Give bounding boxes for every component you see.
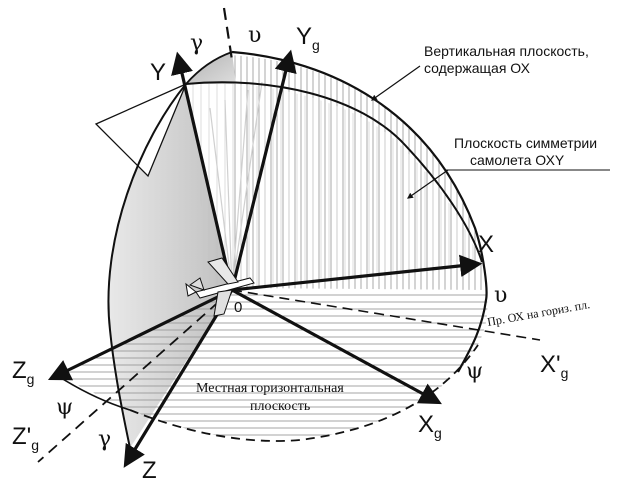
angle-psi-right: ψ (466, 359, 483, 384)
x-axis (231, 254, 483, 292)
axis-label-x: X (478, 231, 494, 258)
top-cap-arc (185, 51, 233, 85)
symmetry-plane-arc (185, 81, 483, 263)
axis-label-xprime-g: X'g (540, 351, 568, 381)
yg-axis (230, 49, 297, 291)
axis-label-yg: Yg (296, 23, 320, 53)
symmetry-plane-pointer (407, 169, 449, 199)
y-axis (171, 51, 234, 291)
angle-gamma-bottom: γ (98, 427, 111, 452)
vertical-plane-arc (231, 50, 488, 373)
vertical-plane-pointer (371, 65, 421, 101)
angle-psi-left: ψ (56, 395, 73, 420)
angle-gamma-top: γ (190, 31, 203, 56)
zg-axis (47, 288, 233, 381)
symmetry-plane-note: Плоскость симметрии самолета ОХY (454, 135, 601, 168)
vertical-plane-note: Вертикальная плоскость, содержащая ОХ (424, 43, 593, 76)
angle-upsilon-right: υ (494, 283, 507, 308)
xprime-g-dashed-line (231, 289, 541, 341)
horizontal-plane-region (58, 290, 488, 441)
axis-label-xg: Xg (418, 411, 442, 441)
axis-label-zprime-g: Z'g (12, 423, 39, 453)
symmetry-plane-region (186, 83, 480, 293)
horizontal-plane-note: Местная горизонтальная плоскость (196, 381, 347, 414)
vertical-dashed-line (222, 7, 234, 61)
left-lune-arc (107, 83, 187, 449)
aircraft-icon (185, 257, 255, 317)
wing-plane-wedge (94, 82, 188, 178)
angle-upsilon-top: υ (248, 23, 261, 48)
origin-label: 0 (234, 299, 242, 316)
axis-label-zg: Zg (12, 357, 34, 387)
axis-label-y: Y (150, 59, 166, 86)
ray-fan (209, 81, 263, 291)
axis-label-z: Z (142, 457, 157, 484)
xg-axis (231, 288, 442, 405)
top-shade-region (186, 52, 236, 84)
zprime-g-dashed-line (37, 289, 233, 463)
z-axis (123, 289, 234, 468)
